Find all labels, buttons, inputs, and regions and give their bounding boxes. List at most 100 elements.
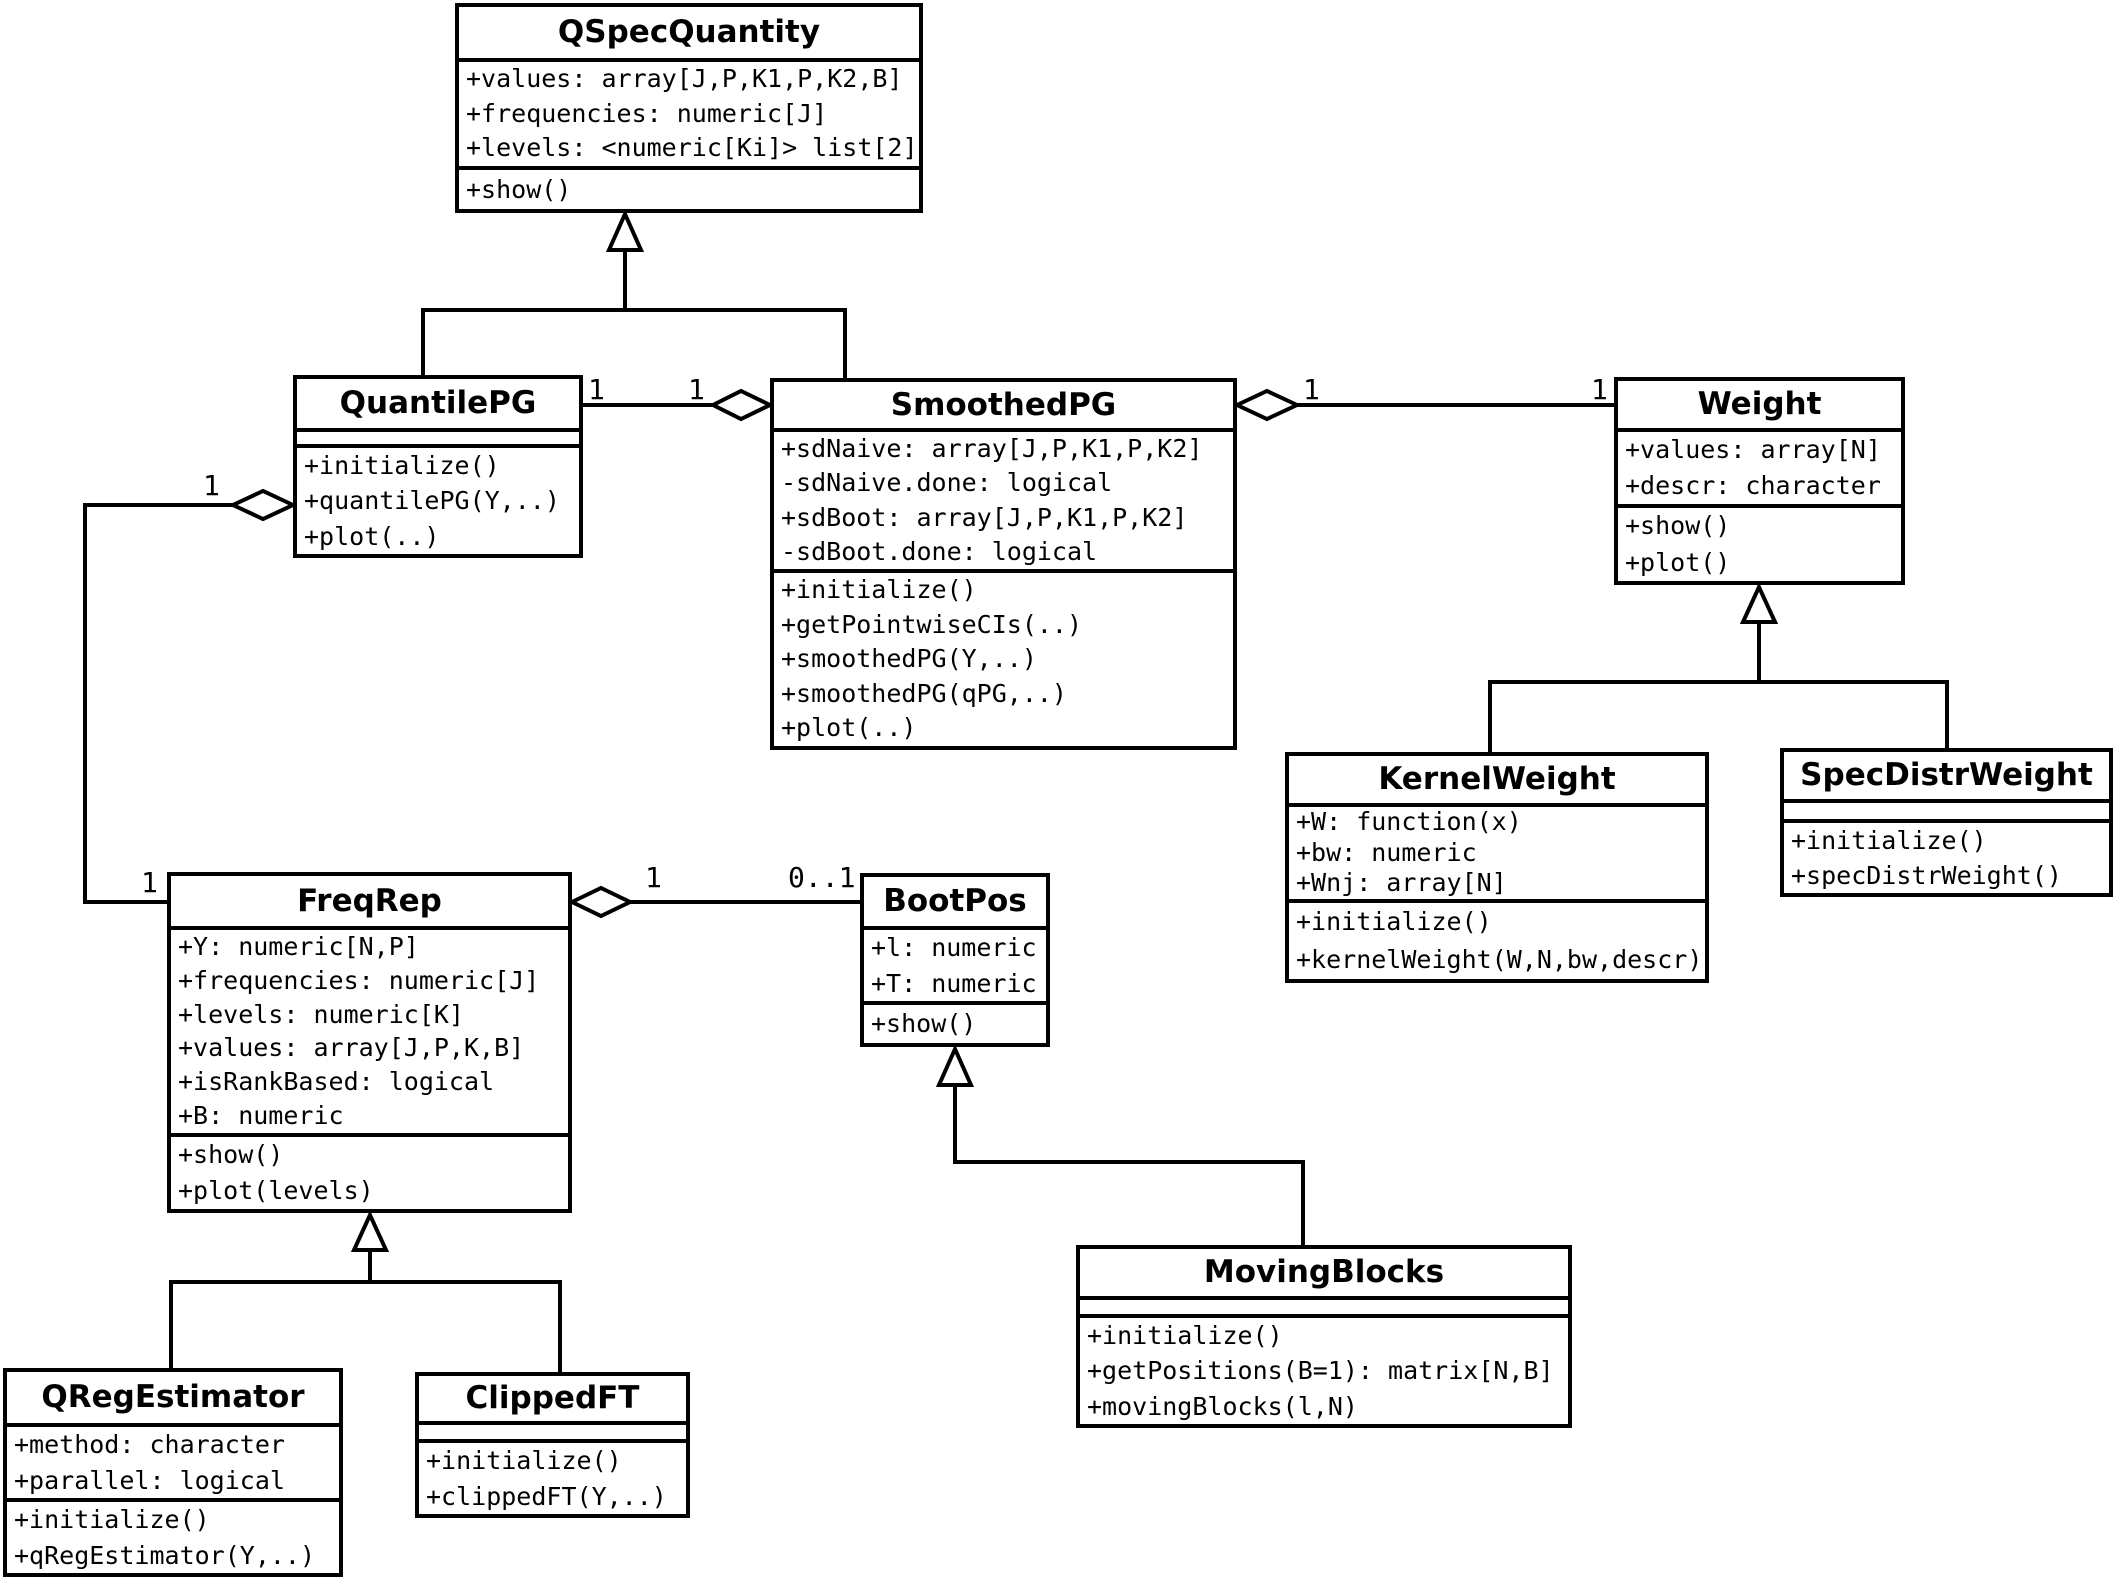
class-attributes-section: +method: character +parallel: logical: [7, 1427, 339, 1502]
method-line: +plot(levels): [178, 1176, 374, 1205]
attribute-line: -sdNaive.done: logical: [781, 468, 1113, 498]
method-line: +smoothedPG(qPG,..): [781, 678, 1067, 708]
attribute-line: +W: function(x): [1296, 807, 1522, 836]
class-attributes-section: +sdNaive: array[J,P,K1,P,K2] -sdNaive.don…: [774, 432, 1233, 573]
class-title: MovingBlocks: [1080, 1249, 1568, 1300]
multiplicity-label: 1: [645, 861, 662, 894]
method-line: +initialize(): [1087, 1321, 1283, 1350]
aggregation-quantilepg-smoothedpg: [583, 388, 775, 422]
attribute-line: +frequencies: numeric[J]: [178, 965, 540, 995]
method-line: +initialize(): [426, 1446, 622, 1475]
attribute-line: +sdBoot: array[J,P,K1,P,K2]: [781, 502, 1188, 532]
class-methods-section: +show(): [459, 170, 919, 209]
class-box-weight: Weight +values: array[N] +descr: character…: [1614, 377, 1905, 585]
inheritance-triangle-icon: [1739, 582, 1779, 624]
attribute-line: +sdNaive: array[J,P,K1,P,K2]: [781, 434, 1203, 463]
class-attributes-section: [297, 432, 579, 448]
method-line: +show(): [871, 1009, 977, 1038]
attribute-line: +T: numeric: [871, 968, 1037, 998]
generalization-to-weight: [1488, 582, 1949, 752]
generalization-to-qspecquantity: [421, 209, 847, 378]
class-box-qregestimator: QRegEstimator +method: character +parallel…: [3, 1368, 343, 1577]
class-box-bootpos: BootPos+l: numeric+T: numeric +show(): [860, 873, 1050, 1047]
class-box-smoothedpg: SmoothedPG+sdNaive: array[J,P,K1,P,K2] -s…: [770, 378, 1237, 750]
method-line: +qRegEstimator(Y,..): [14, 1540, 316, 1570]
aggregation-diamond-icon: [708, 388, 775, 422]
class-title: QuantilePG: [297, 379, 579, 432]
class-methods-section: +initialize() +qRegEstimator(Y,..): [7, 1502, 339, 1573]
attribute-line: -sdBoot.done: logical: [781, 536, 1098, 566]
attribute-line: +Wnj: array[N]: [1296, 868, 1507, 898]
method-line: +kernelWeight(W,N,bw,descr): [1296, 945, 1703, 974]
class-methods-section: +show(): [864, 1005, 1046, 1043]
aggregation-quantilepg-freqrep: [83, 488, 298, 904]
class-methods-section: +initialize()+getPointwiseCIs(..)+smooth…: [774, 573, 1233, 746]
generalization-to-freqrep: [169, 1210, 562, 1372]
class-title: SpecDistrWeight: [1784, 752, 2109, 803]
attribute-line: +bw: numeric: [1296, 837, 1477, 867]
attribute-line: +values: array[N]: [1625, 435, 1881, 464]
class-attributes-section: +values: array[N] +descr: character: [1618, 432, 1901, 508]
attribute-line: +method: character: [14, 1430, 285, 1459]
class-methods-section: +show() +plot(): [1618, 508, 1901, 581]
class-title: KernelWeight: [1289, 756, 1705, 807]
class-methods-section: +initialize() +getPositions(B=1): matrix[…: [1080, 1318, 1568, 1424]
class-attributes-section: +values: array[J,P,K1,P,K2,B] +frequencie…: [459, 62, 919, 170]
class-methods-section: +initialize() +specDistrWeight(): [1784, 823, 2109, 893]
attribute-line: +values: array[J,P,K1,P,K2,B]: [466, 64, 903, 93]
aggregation-diamond-icon: [1232, 388, 1302, 422]
class-title: FreqRep: [171, 876, 568, 930]
attribute-line: +parallel: logical: [14, 1465, 285, 1495]
class-methods-section: +initialize()+clippedFT(Y,..): [419, 1443, 686, 1514]
method-line: +plot(..): [781, 713, 917, 743]
class-title: ClippedFT: [419, 1376, 686, 1425]
multiplicity-label: 1: [203, 469, 220, 502]
inheritance-triangle-icon: [350, 1210, 390, 1252]
method-line: +plot(): [1625, 547, 1731, 577]
class-methods-section: +initialize() +kernelWeight(W,N,bw,descr): [1289, 903, 1705, 979]
method-line: +specDistrWeight(): [1791, 861, 2062, 890]
class-title: QSpecQuantity: [459, 7, 919, 62]
class-title: SmoothedPG: [774, 382, 1233, 432]
attribute-line: +descr: character: [1625, 471, 1881, 500]
aggregation-freqrep-bootpos: [567, 885, 860, 919]
class-title: BootPos: [864, 877, 1046, 930]
class-attributes-section: [1080, 1300, 1568, 1318]
method-line: +initialize(): [1296, 907, 1492, 936]
class-box-qspecquantity: QSpecQuantity+values: array[J,P,K1,P,K2,…: [455, 3, 923, 213]
inheritance-triangle-icon: [935, 1044, 975, 1087]
class-title: QRegEstimator: [7, 1372, 339, 1427]
attribute-line: +levels: numeric[K]: [178, 999, 464, 1029]
aggregation-smoothedpg-weight: [1232, 388, 1614, 422]
inheritance-triangle-icon: [605, 209, 645, 252]
method-line: +plot(..): [304, 521, 440, 551]
method-line: +getPositions(B=1): matrix[N,B]: [1087, 1356, 1554, 1386]
attribute-line: +B: numeric: [178, 1101, 344, 1131]
class-box-movingblocks: MovingBlocks +initialize() +getPositions(B…: [1076, 1245, 1572, 1428]
method-line: +show(): [1625, 511, 1731, 540]
aggregation-diamond-icon: [567, 885, 635, 919]
class-box-quantilepg: QuantilePG +initialize() +quantilePG(Y,..)…: [293, 375, 583, 558]
multiplicity-label: 0..1: [788, 861, 856, 894]
method-line: +smoothedPG(Y,..): [781, 644, 1037, 674]
method-line: +initialize(): [14, 1505, 210, 1534]
multiplicity-label: 1: [1303, 373, 1320, 406]
multiplicity-label: 1: [141, 866, 158, 899]
attribute-line: +frequencies: numeric[J]: [466, 98, 828, 128]
class-attributes-section: +l: numeric+T: numeric: [864, 930, 1046, 1005]
method-line: +initialize(): [1791, 826, 1987, 855]
method-line: +quantilePG(Y,..): [304, 486, 560, 516]
method-line: +getPointwiseCIs(..): [781, 609, 1083, 639]
method-line: +initialize(): [304, 451, 500, 480]
class-attributes-section: [419, 1425, 686, 1443]
method-line: +movingBlocks(l,N): [1087, 1391, 1358, 1421]
multiplicity-label: 1: [1591, 373, 1608, 406]
class-attributes-section: [1784, 803, 2109, 823]
class-box-specdistrweight: SpecDistrWeight +initialize() +specDistrWe…: [1780, 748, 2113, 897]
class-title: Weight: [1618, 381, 1901, 432]
class-box-kernelweight: KernelWeight+W: function(x)+bw: numeric+…: [1285, 752, 1709, 983]
attribute-line: +values: array[J,P,K,B]: [178, 1033, 525, 1063]
method-line: +show(): [178, 1140, 284, 1169]
attribute-line: +Y: numeric[N,P]: [178, 932, 419, 961]
